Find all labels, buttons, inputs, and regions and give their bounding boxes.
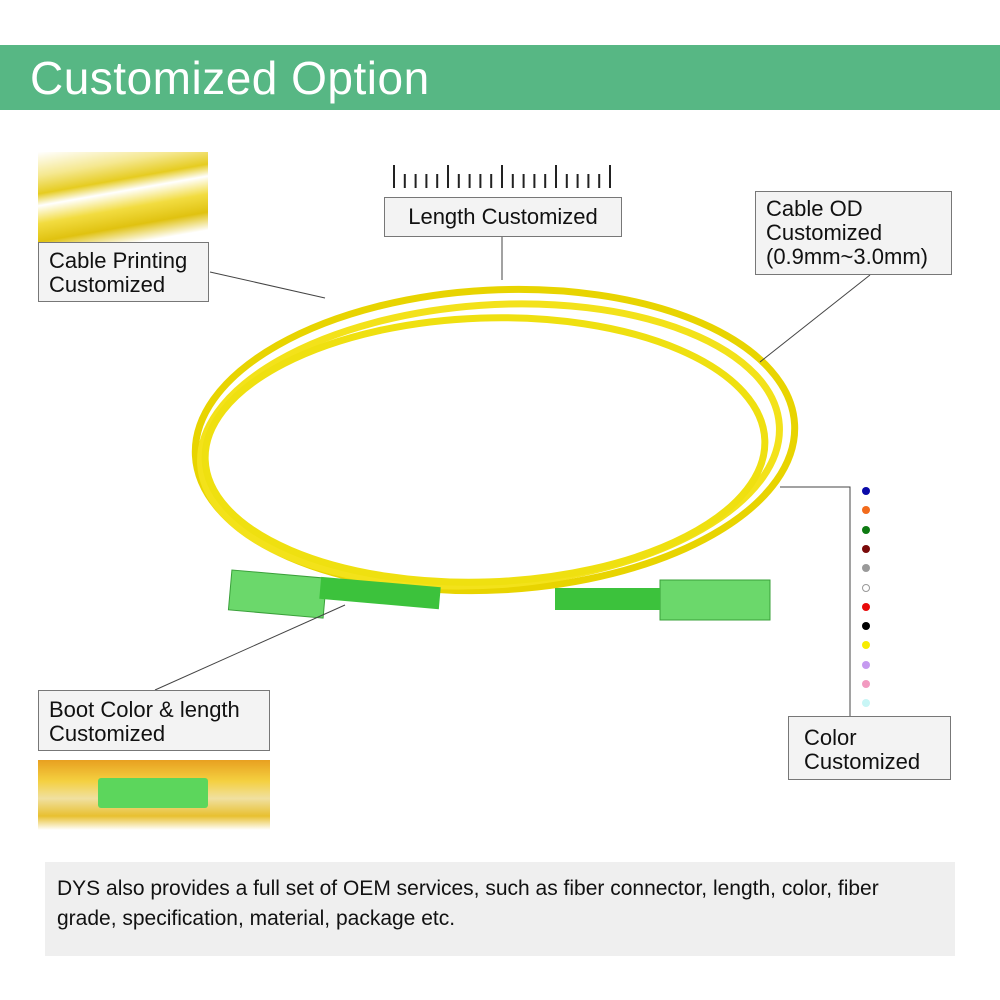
color-swatch: [862, 487, 870, 495]
label-text: Length Customized: [408, 204, 598, 229]
label-line: Boot Color & length: [49, 697, 240, 722]
color-swatch: [862, 583, 870, 592]
ruler-icon: [393, 165, 611, 188]
color-swatch: [862, 564, 870, 573]
label-line: Color: [804, 725, 857, 750]
color-swatch: [862, 699, 870, 708]
color-swatch: [862, 602, 870, 611]
connector-right-icon: [555, 579, 771, 621]
label-line: Cable Printing: [49, 248, 188, 273]
label-line: (0.9mm~3.0mm): [766, 244, 928, 269]
color-swatch: [862, 506, 870, 515]
label-line: Customized: [766, 220, 883, 245]
connector-left-icon: [227, 569, 441, 619]
label-line: Customized: [49, 272, 166, 297]
oem-note: DYS also provides a full set of OEM serv…: [45, 862, 955, 956]
boot-photo: [38, 760, 270, 830]
page-title: Customized Option: [30, 52, 430, 104]
length-label: Length Customized: [384, 197, 622, 237]
color-swatch: [862, 641, 870, 650]
color-swatch: [862, 525, 870, 534]
label-line: Cable OD: [766, 196, 863, 221]
header-banner: Customized Option: [0, 45, 1000, 110]
color-swatch: [862, 680, 870, 688]
label-line: Customized: [49, 721, 166, 746]
color-swatch: [862, 544, 870, 553]
label-line: Customized: [804, 749, 921, 774]
color-swatch: [862, 622, 870, 631]
note-text: DYS also provides a full set of OEM serv…: [57, 877, 879, 930]
color-swatch: [862, 660, 870, 669]
cable-printing-photo: [38, 152, 208, 242]
